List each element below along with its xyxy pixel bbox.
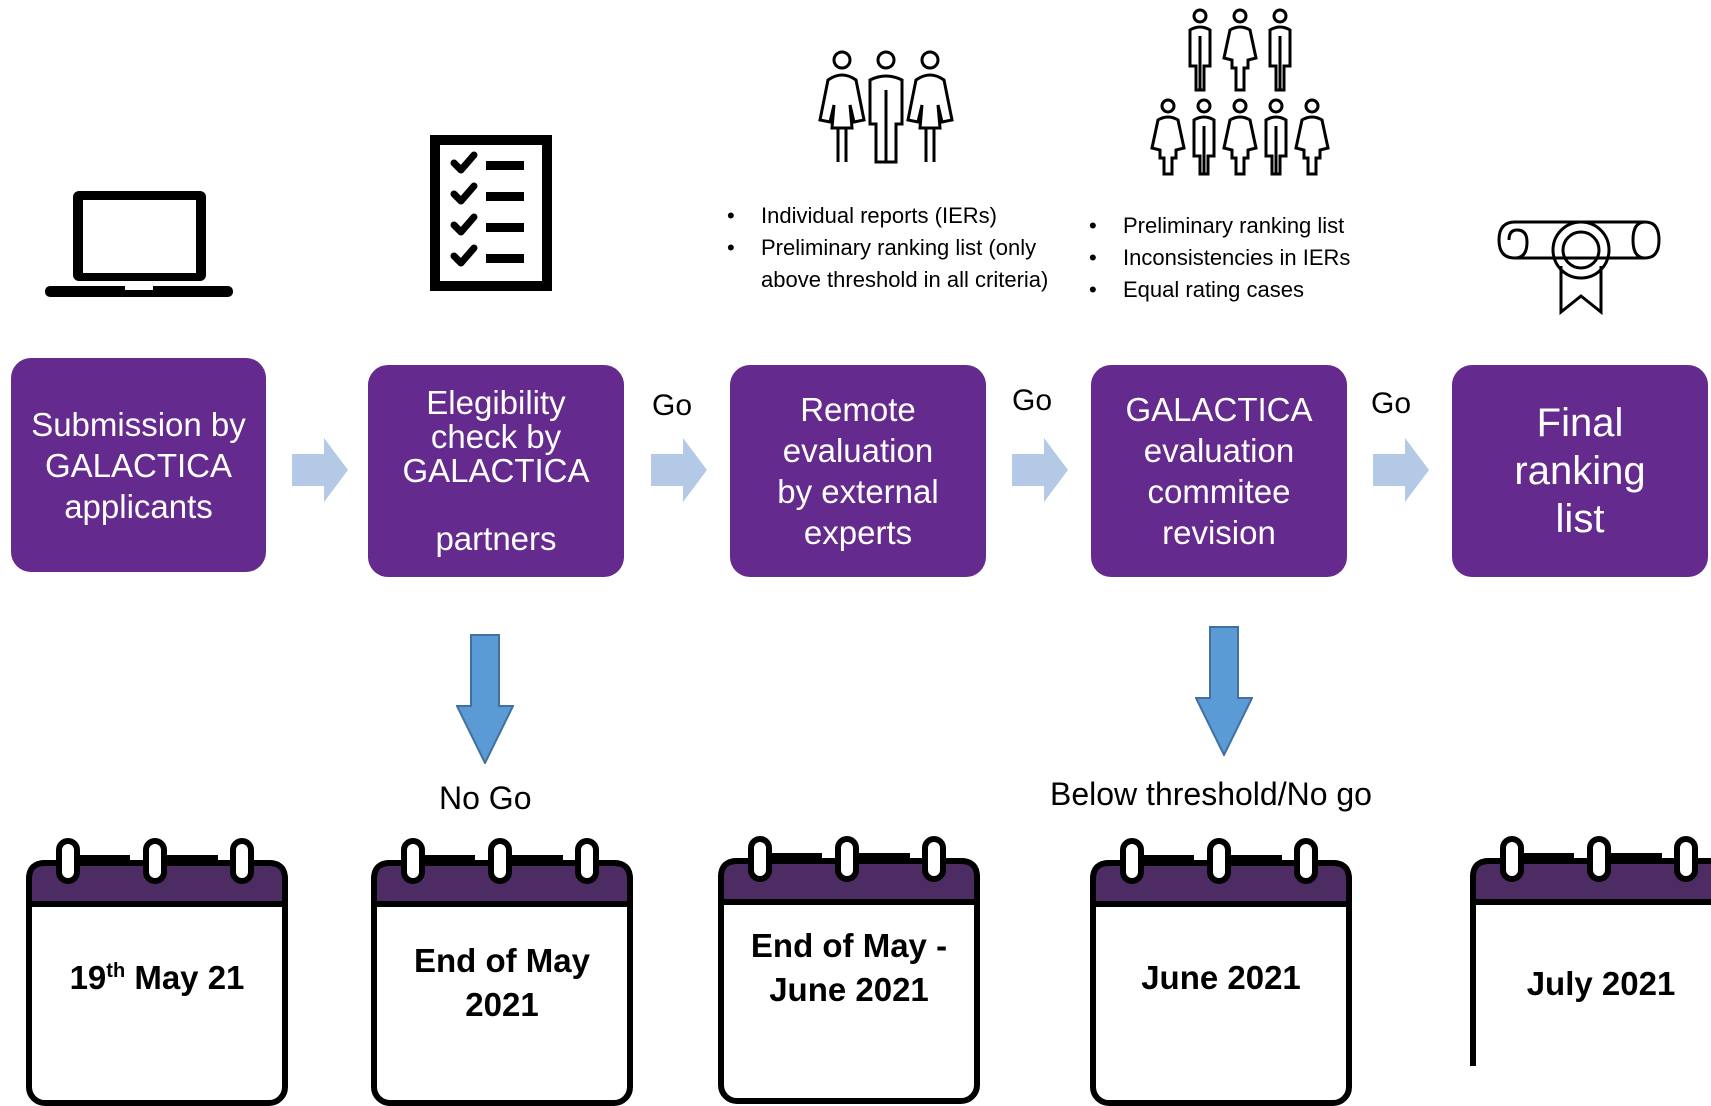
step-label: Submission by GALACTICA applicants (31, 405, 246, 525)
no-go-down-arrow (456, 634, 514, 764)
step-label: Remote evaluation by external experts (777, 391, 939, 551)
calendar-date: June 2021 (1141, 959, 1301, 996)
calendar-committee: June 2021 (1090, 838, 1352, 1068)
note-item: Equal rating cases (1089, 274, 1443, 306)
step-submission: Submission by GALACTICA applicants (11, 358, 266, 572)
calendar-date: 19th May 21 (26, 908, 288, 1048)
step-remote-evaluation: Remote evaluation by external experts (730, 365, 986, 577)
step-label: Final ranking list (1514, 401, 1646, 541)
date-suffix: th (106, 960, 126, 982)
calendar-remote-evaluation: End of May - June 2021 (718, 836, 980, 1066)
step-label: Elegibility check by GALACTICA partners (402, 384, 590, 557)
note-item: Individual reports (IERs) (727, 200, 1081, 232)
calendar-date: End of May - June 2021 (750, 927, 948, 1008)
go-label: Go (1371, 387, 1412, 420)
go-label: Go (1012, 384, 1053, 417)
step-final-ranking: Final ranking list (1452, 365, 1708, 577)
flow-arrow (651, 438, 707, 502)
calendar-date: End of May 2021 (413, 942, 590, 1023)
flow-arrow (1373, 438, 1429, 502)
flow-arrow (1012, 438, 1068, 502)
note-item: Preliminary ranking list (1089, 210, 1443, 242)
no-go-label: No Go (439, 780, 532, 816)
laptop-icon (45, 191, 233, 297)
committee-notes: Preliminary ranking list Inconsistencies… (1085, 210, 1443, 306)
note-item: Inconsistencies in IERs (1089, 242, 1443, 274)
three-experts-icon (818, 50, 954, 164)
below-threshold-label: Below threshold/No go (1050, 776, 1372, 812)
committee-group-icon (1150, 8, 1330, 176)
checklist-icon (430, 135, 552, 291)
go-label: Go (652, 389, 693, 422)
calendar-final: July 2021 (1470, 836, 1711, 1066)
below-threshold-down-arrow (1195, 626, 1253, 756)
flow-arrow (292, 438, 348, 502)
note-item: Preliminary ranking list (only above thr… (727, 232, 1081, 296)
calendar-eligibility: End of May 2021 (371, 838, 633, 1068)
remote-evaluation-notes: Individual reports (IERs) Preliminary ra… (723, 200, 1081, 296)
step-committee-revision: GALACTICA evaluation commitee revision (1091, 365, 1347, 577)
calendar-date: July 2021 (1526, 965, 1676, 1002)
date-rest: May 21 (125, 959, 245, 996)
step-label: GALACTICA evaluation commitee revision (1125, 391, 1313, 551)
date-day: 19 (69, 959, 107, 996)
certificate-scroll-icon (1497, 220, 1661, 315)
calendar-submission: 19th May 21 (26, 838, 288, 1068)
step-eligibility-check: Elegibility check by GALACTICA partners (368, 365, 624, 577)
